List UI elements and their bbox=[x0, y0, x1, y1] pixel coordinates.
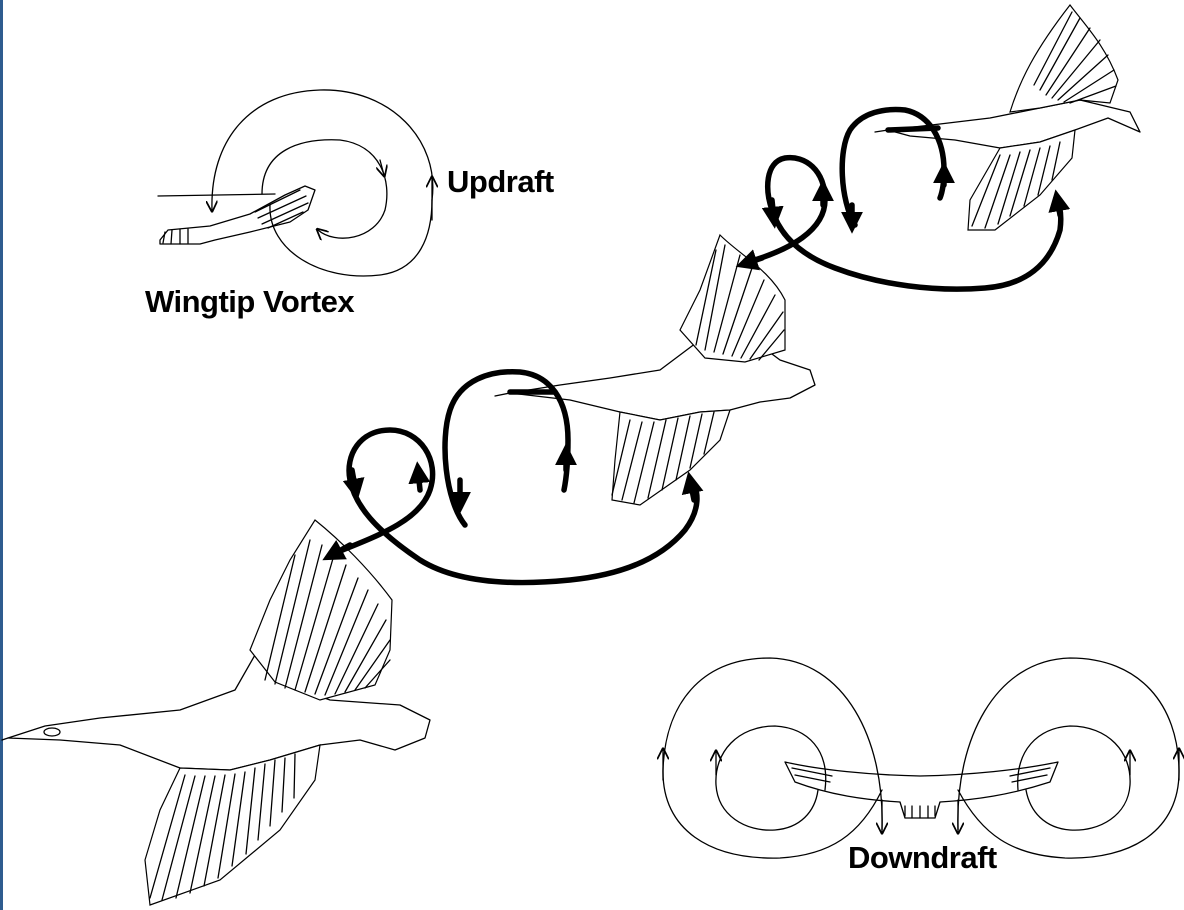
bird-top-right-upper-wing bbox=[1010, 5, 1118, 112]
downdraft-label: Downdraft bbox=[848, 840, 997, 875]
bird-top-right bbox=[875, 5, 1140, 230]
wingtip-vortex-inset: Updraft Wingtip Vortex bbox=[145, 90, 554, 319]
bird-middle-lower-wing bbox=[612, 410, 730, 505]
wingtip-vortex-label: Wingtip Vortex bbox=[145, 284, 355, 319]
outer-vortex-loop bbox=[212, 90, 433, 210]
right-outer-loop bbox=[958, 658, 1179, 858]
downdraft-inset: Downdraft bbox=[663, 658, 1179, 875]
left-outer-loop bbox=[663, 658, 882, 858]
updraft-label: Updraft bbox=[447, 164, 554, 199]
frontal-wings-shape bbox=[785, 762, 1058, 818]
bird-middle bbox=[495, 235, 815, 505]
bird-bottom-left bbox=[2, 520, 430, 905]
